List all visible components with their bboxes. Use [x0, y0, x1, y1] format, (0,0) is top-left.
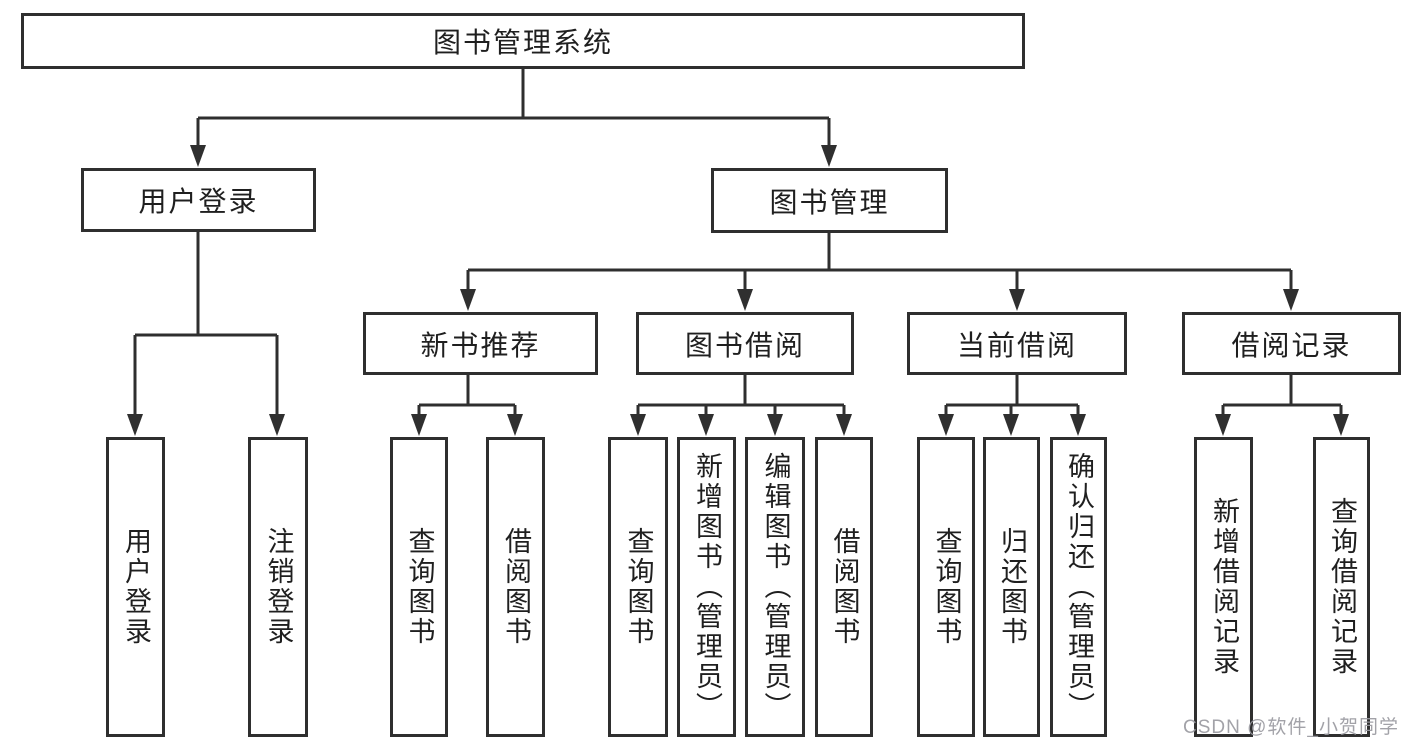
leaf-records-add-record-label: 新增借阅记录 — [1209, 497, 1239, 677]
leaf-borrowing-borrow-books-label: 借阅图书 — [829, 527, 860, 647]
node-new-book-recommend: 新书推荐 — [363, 312, 598, 375]
leaf-user-login-label: 用户登录 — [121, 527, 151, 647]
leaf-borrowing-add-books-admin-label: 新增图书（管理员） — [692, 452, 722, 722]
leaf-borrowing-query-books-label: 查询图书 — [623, 527, 654, 647]
leaf-records-add-record: 新增借阅记录 — [1194, 437, 1253, 737]
watermark: CSDN @软件_小贺同学 — [1183, 717, 1399, 738]
leaf-borrowing-add-books-admin: 新增图书（管理员） — [677, 437, 736, 737]
node-new-book-recommend-label: 新书推荐 — [420, 329, 541, 361]
leaf-user-login: 用户登录 — [106, 437, 165, 737]
node-borrowing-records-label: 借阅记录 — [1231, 329, 1352, 361]
leaf-recommend-borrow-books: 借阅图书 — [486, 437, 545, 737]
leaf-recommend-query-books-label: 查询图书 — [404, 527, 435, 647]
node-user-login-label: 用户登录 — [138, 186, 259, 217]
leaf-current-return-books-label: 归还图书 — [997, 527, 1027, 647]
leaf-borrowing-edit-books-admin: 编辑图书（管理员） — [745, 437, 805, 737]
leaf-current-return-books: 归还图书 — [983, 437, 1040, 737]
leaf-current-confirm-return-admin: 确认归还（管理员） — [1050, 437, 1107, 737]
leaf-borrowing-query-books: 查询图书 — [608, 437, 668, 737]
node-book-borrowing-label: 图书借阅 — [684, 329, 805, 361]
leaf-current-query-books-label: 查询图书 — [931, 527, 962, 647]
node-root: 图书管理系统 — [21, 13, 1025, 69]
leaf-current-confirm-return-admin-label: 确认归还（管理员） — [1064, 452, 1094, 722]
leaf-recommend-query-books: 查询图书 — [390, 437, 448, 737]
node-user-login: 用户登录 — [81, 168, 316, 232]
node-book-borrowing: 图书借阅 — [636, 312, 854, 375]
leaf-recommend-borrow-books-label: 借阅图书 — [501, 527, 531, 647]
leaf-borrowing-borrow-books: 借阅图书 — [815, 437, 873, 737]
leaf-borrowing-edit-books-admin-label: 编辑图书（管理员） — [760, 452, 791, 722]
node-book-management-label: 图书管理 — [769, 186, 890, 218]
leaf-logout-label: 注销登录 — [263, 527, 294, 647]
leaf-current-query-books: 查询图书 — [917, 437, 975, 737]
leaf-records-query-record-label: 查询借阅记录 — [1327, 497, 1357, 677]
arrowhead-icons — [127, 145, 1349, 436]
node-current-borrowing: 当前借阅 — [907, 312, 1127, 375]
node-book-management: 图书管理 — [711, 168, 948, 233]
node-root-label: 图书管理系统 — [432, 27, 613, 58]
leaf-logout: 注销登录 — [248, 437, 308, 737]
node-borrowing-records: 借阅记录 — [1182, 312, 1401, 375]
node-current-borrowing-label: 当前借阅 — [956, 329, 1077, 361]
leaf-records-query-record: 查询借阅记录 — [1313, 437, 1370, 737]
